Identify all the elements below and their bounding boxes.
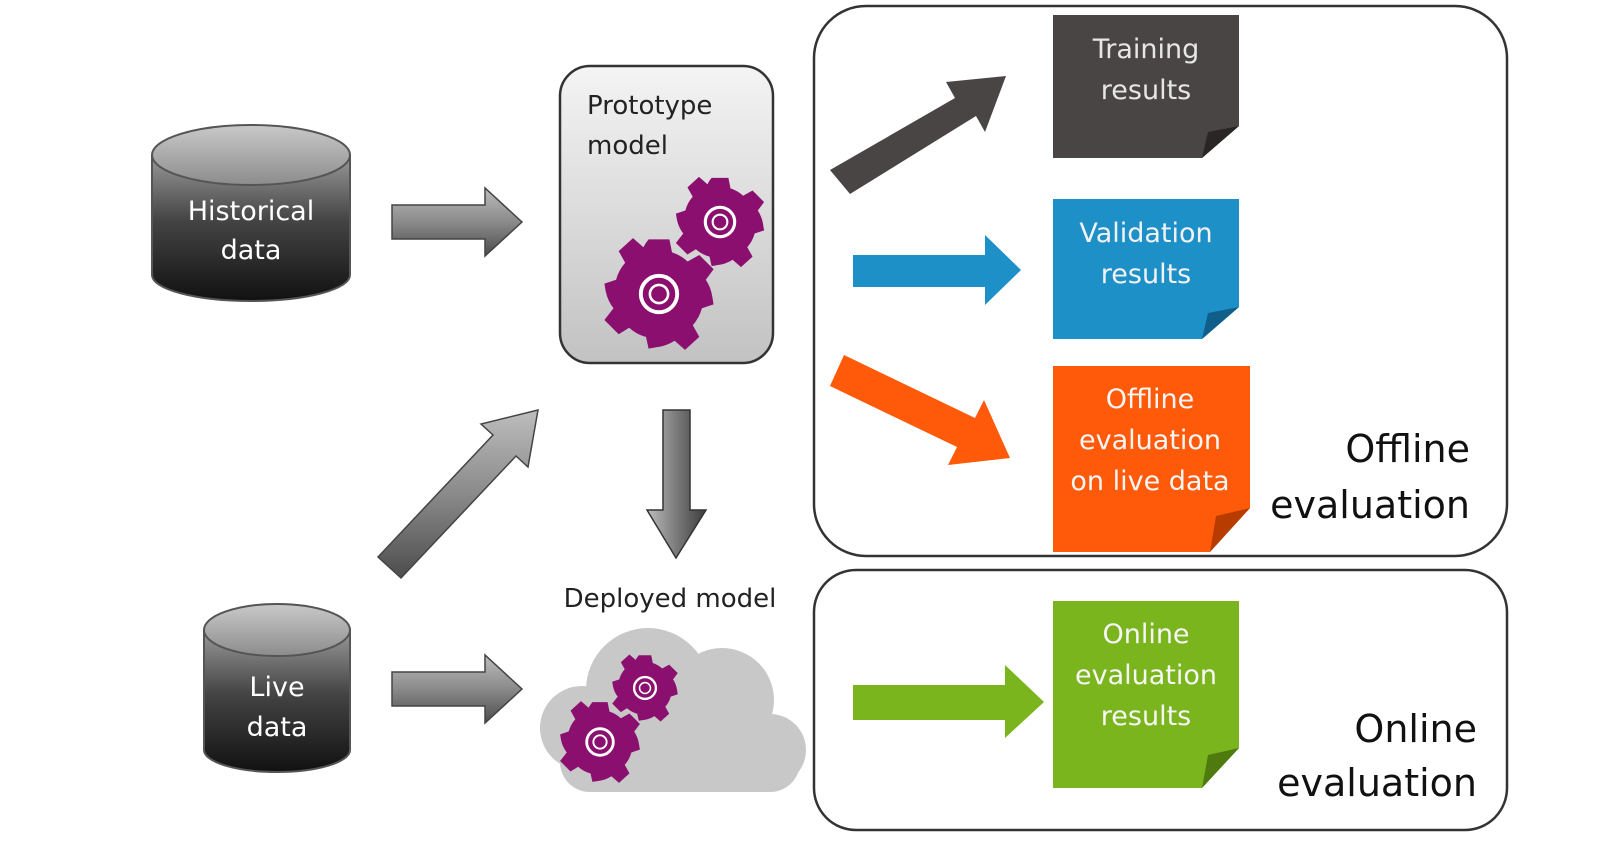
live-data-database: Live data	[203, 603, 351, 773]
svg-text:results: results	[1101, 75, 1191, 106]
online-evaluation-group: Online evaluation	[812, 568, 1509, 832]
validation-results-line1: Validation	[1079, 218, 1212, 249]
validation-results-line2: results	[1101, 259, 1191, 290]
offline-live-evaluation-document: Offline evaluation on live data	[1053, 366, 1250, 552]
online-results-line3: results	[1101, 701, 1191, 732]
training-results-document: Training results	[1053, 15, 1239, 158]
live-data-line2: data	[247, 712, 308, 743]
historical-data-line1: Historical	[188, 196, 314, 227]
live-data-line1: Live	[249, 672, 304, 703]
offline-evaluation-group: Offline evaluation	[812, 4, 1509, 558]
document-icon	[1053, 601, 1239, 788]
offline-live-line1: Offline	[1106, 384, 1195, 415]
svg-text:Live: Live	[249, 672, 304, 703]
validation-arrow	[853, 235, 1021, 305]
svg-text:Deployed model: Deployed model	[564, 584, 777, 614]
online-results-line1: Online	[1102, 619, 1189, 650]
offline-live-line3: on live data	[1070, 466, 1229, 497]
svg-text:Offline: Offline	[1106, 384, 1195, 415]
prototype-model-box: Prototype model	[558, 64, 775, 365]
svg-text:Offline: Offline	[1345, 427, 1470, 471]
offline-group-line1: Offline	[1345, 427, 1470, 471]
svg-text:on live data: on live data	[1070, 466, 1229, 497]
svg-text:Historical: Historical	[188, 196, 314, 227]
svg-text:Training: Training	[1092, 34, 1200, 65]
svg-text:evaluation: evaluation	[1277, 761, 1477, 805]
document-icon	[1053, 366, 1250, 552]
online-group-line1: Online	[1354, 707, 1477, 751]
prototype-to-deployed-arrow	[645, 409, 708, 560]
historical-data-line2: data	[221, 235, 282, 266]
prototype-model-line1: Prototype	[587, 91, 712, 121]
training-results-line2: results	[1101, 75, 1191, 106]
svg-text:results: results	[1101, 701, 1191, 732]
historical-data-database: Historical data	[151, 124, 351, 302]
svg-text:model: model	[587, 131, 668, 161]
svg-text:Validation: Validation	[1079, 218, 1212, 249]
svg-text:data: data	[221, 235, 282, 266]
prototype-model-line2: model	[587, 131, 668, 161]
deployed-model-label: Deployed model	[564, 584, 777, 614]
training-results-line1: Training	[1092, 34, 1200, 65]
historical-to-prototype-arrow	[391, 186, 524, 258]
live-to-deployed-arrow	[391, 653, 524, 725]
svg-text:evaluation: evaluation	[1075, 660, 1217, 691]
svg-text:Online: Online	[1354, 707, 1477, 751]
offline-group-line2: evaluation	[1270, 483, 1470, 527]
offline-live-line2: evaluation	[1079, 425, 1221, 456]
svg-text:Prototype: Prototype	[587, 91, 712, 121]
online-evaluation-results-document: Online evaluation results	[1053, 601, 1239, 788]
deployed-model: Deployed model	[540, 584, 806, 792]
svg-text:results: results	[1101, 259, 1191, 290]
svg-text:evaluation: evaluation	[1270, 483, 1470, 527]
training-arrow	[830, 76, 1006, 194]
svg-text:Online: Online	[1102, 619, 1189, 650]
document-icon	[1053, 15, 1239, 158]
validation-results-document: Validation results	[1053, 199, 1239, 339]
online-arrow	[853, 665, 1044, 738]
database-icon	[203, 629, 351, 773]
svg-text:data: data	[247, 712, 308, 743]
online-group-line2: evaluation	[1277, 761, 1477, 805]
document-icon	[1053, 199, 1239, 339]
svg-text:evaluation: evaluation	[1079, 425, 1221, 456]
live-to-prototype-arrow	[376, 408, 539, 580]
offline-arrow	[830, 355, 1010, 465]
online-results-line2: evaluation	[1075, 660, 1217, 691]
database-icon	[151, 154, 351, 302]
